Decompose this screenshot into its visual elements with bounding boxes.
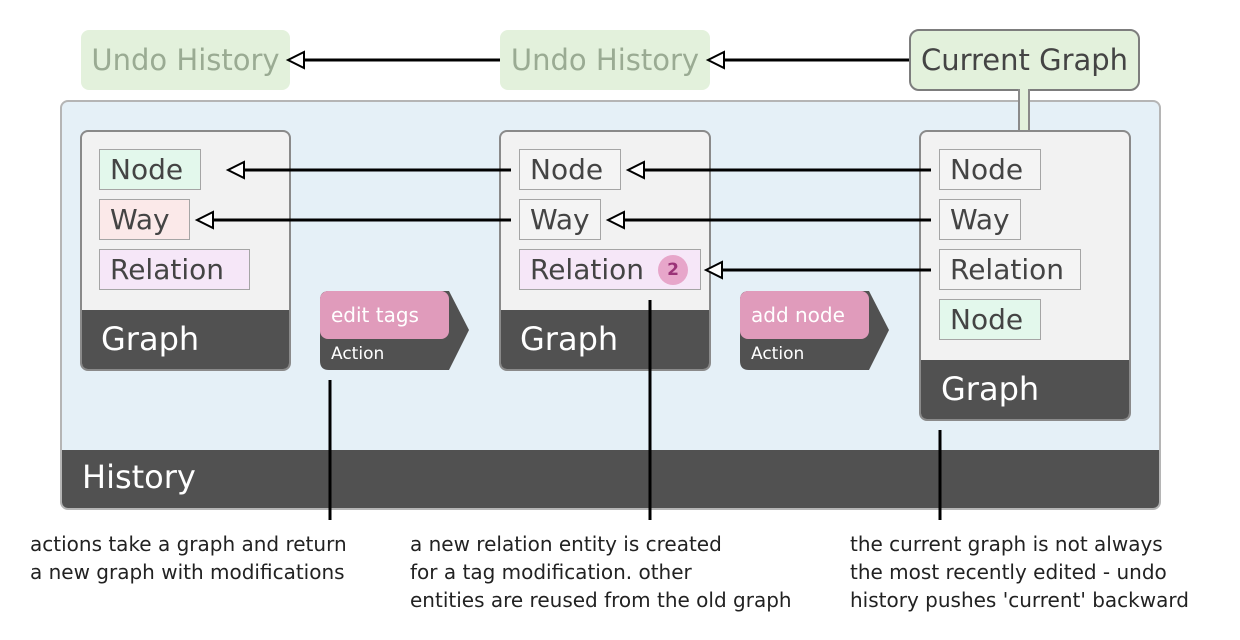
- action-add-node: add node: [740, 291, 869, 339]
- history-bar: History: [62, 450, 1159, 508]
- graph-label: Graph: [520, 320, 619, 358]
- entity-node-new: Node: [939, 299, 1041, 340]
- action-edit-tags: edit tags: [320, 291, 449, 339]
- arrowhead: [703, 260, 723, 280]
- undo-history-box-1: Undo History: [81, 30, 290, 90]
- graph-bar: Graph: [501, 310, 709, 369]
- entity-node: Node: [939, 149, 1041, 190]
- graph-label: Graph: [101, 320, 200, 358]
- entity-relation-new: Relation 2: [519, 249, 701, 290]
- arrowhead: [285, 50, 305, 70]
- entity-relation: Relation: [939, 249, 1081, 290]
- graph-bar: Graph: [82, 310, 289, 369]
- entity-way: Way: [519, 199, 601, 240]
- graph-label: Graph: [941, 370, 1040, 408]
- action-label: Action: [331, 344, 385, 364]
- caption-current: the current graph is not always the most…: [850, 532, 1189, 612]
- arrowhead: [625, 160, 645, 180]
- arrowhead: [705, 50, 725, 70]
- history-label: History: [82, 458, 196, 496]
- current-graph-connector: [1018, 89, 1030, 133]
- arrowhead: [194, 210, 214, 230]
- entity-relation: Relation: [99, 249, 250, 290]
- entity-way: Way: [939, 199, 1021, 240]
- action-label: Action: [751, 344, 805, 364]
- version-badge: 2: [658, 254, 688, 285]
- graph-bar: Graph: [921, 360, 1129, 419]
- undo-history-box-2: Undo History: [500, 30, 710, 90]
- arrowhead: [605, 210, 625, 230]
- caption-actions: actions take a graph and return a new gr…: [30, 532, 347, 584]
- entity-way: Way: [99, 199, 190, 240]
- entity-node: Node: [519, 149, 621, 190]
- caption-relation: a new relation entity is created for a t…: [410, 532, 792, 612]
- entity-relation-label: Relation: [530, 253, 644, 286]
- arrowhead: [225, 160, 245, 180]
- entity-node: Node: [99, 149, 201, 190]
